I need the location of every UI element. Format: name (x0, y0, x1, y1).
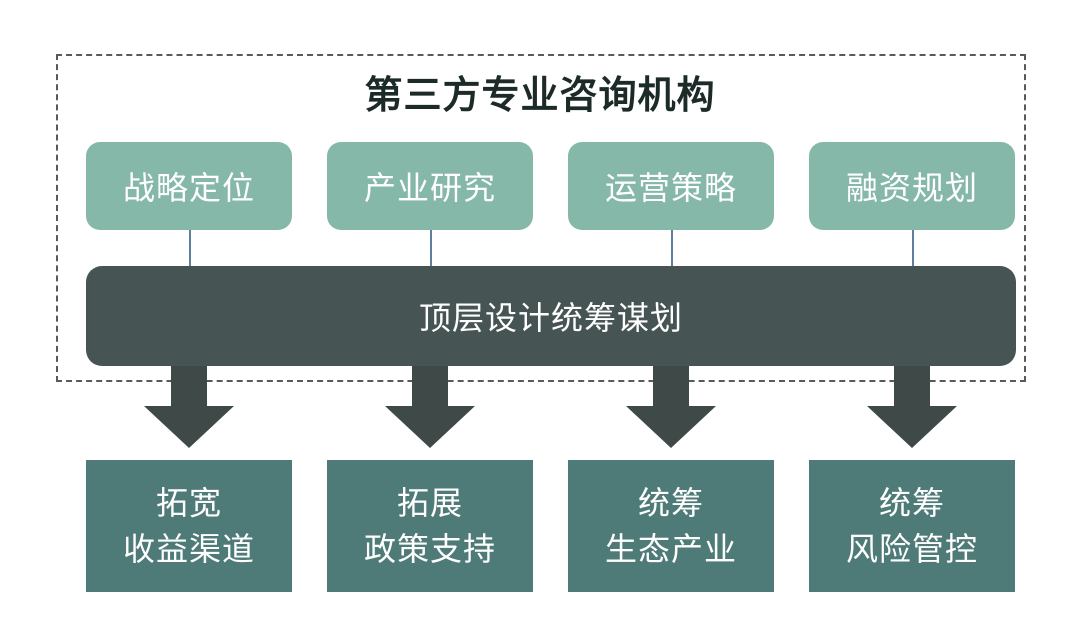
service-box-financing-planning: 融资规划 (809, 142, 1015, 230)
outcome-line: 统筹 (637, 484, 704, 522)
outcome-line: 统筹 (878, 484, 945, 522)
outcome-line: 拓宽 (155, 484, 222, 522)
connector-line (671, 230, 673, 270)
core-planning-bar: 顶层设计统筹谋划 (86, 266, 1016, 366)
connector-line (912, 230, 914, 270)
down-arrow-icon (385, 366, 475, 448)
down-arrow-icon (626, 366, 716, 448)
outcome-box-revenue-channels: 拓宽 收益渠道 (86, 460, 292, 592)
outcome-line: 风险管控 (845, 530, 978, 568)
service-box-strategic-positioning: 战略定位 (86, 142, 292, 230)
outcome-line: 生态产业 (604, 530, 737, 568)
down-arrow-icon (867, 366, 957, 448)
outcome-box-risk-control: 统筹 风险管控 (809, 460, 1015, 592)
outcome-line: 拓展 (396, 484, 463, 522)
diagram-title: 第三方专业咨询机构 (364, 73, 716, 117)
connector-line (430, 230, 432, 270)
down-arrow-icon (144, 366, 234, 448)
service-box-operation-strategy: 运营策略 (568, 142, 774, 230)
consulting-agency-frame (56, 54, 1026, 382)
outcome-box-ecological-industry: 统筹 生态产业 (568, 460, 774, 592)
outcome-line: 政策支持 (363, 530, 496, 568)
outcome-line: 收益渠道 (122, 530, 255, 568)
connector-line (189, 230, 191, 270)
outcome-box-policy-support: 拓展 政策支持 (327, 460, 533, 592)
service-box-industry-research: 产业研究 (327, 142, 533, 230)
